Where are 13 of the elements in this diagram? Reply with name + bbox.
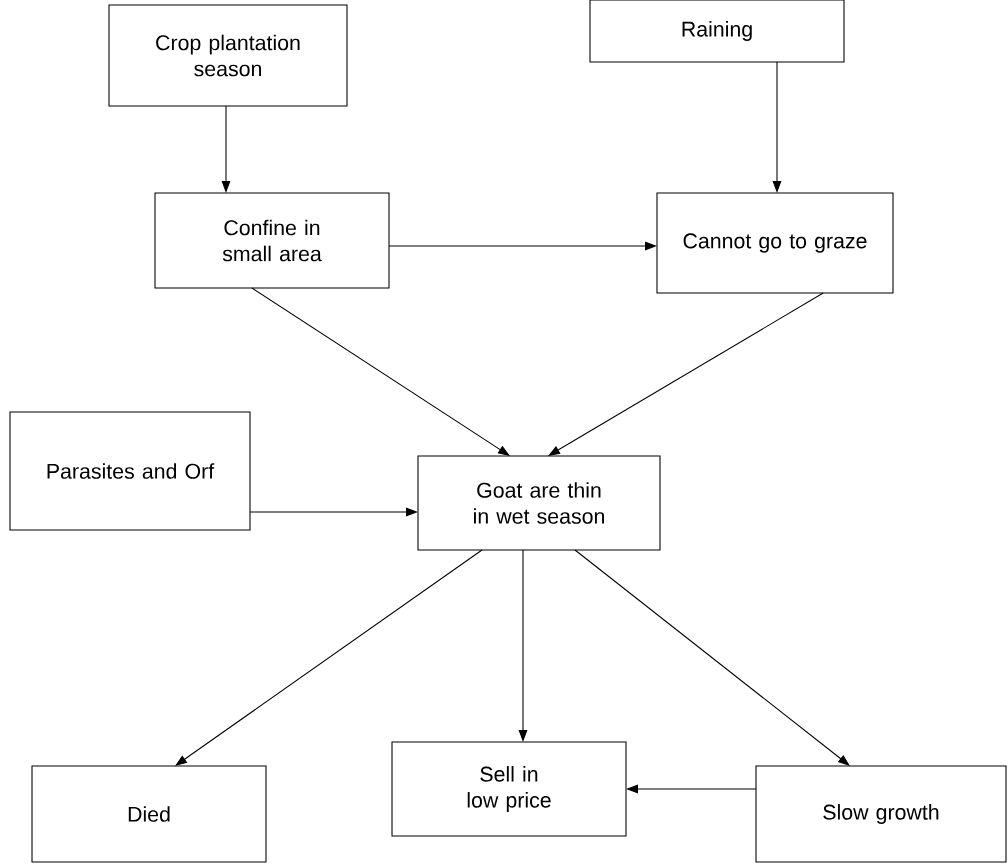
process-box: Parasites and Orf	[9, 411, 251, 531]
arrow	[548, 292, 824, 456]
arrow	[175, 549, 483, 766]
arrow	[251, 287, 510, 456]
process-box: Raining	[589, 0, 845, 63]
arrow	[574, 549, 850, 766]
process-box: Confine in small area	[154, 192, 390, 289]
process-box: Slow growth	[755, 765, 1007, 863]
process-box: Crop plantation season	[108, 4, 348, 107]
process-box: Died	[31, 765, 267, 863]
process-box: Goat are thin in wet season	[417, 455, 661, 551]
process-box: Cannot go to graze	[656, 192, 894, 294]
process-box: Sell in low price	[391, 741, 627, 837]
